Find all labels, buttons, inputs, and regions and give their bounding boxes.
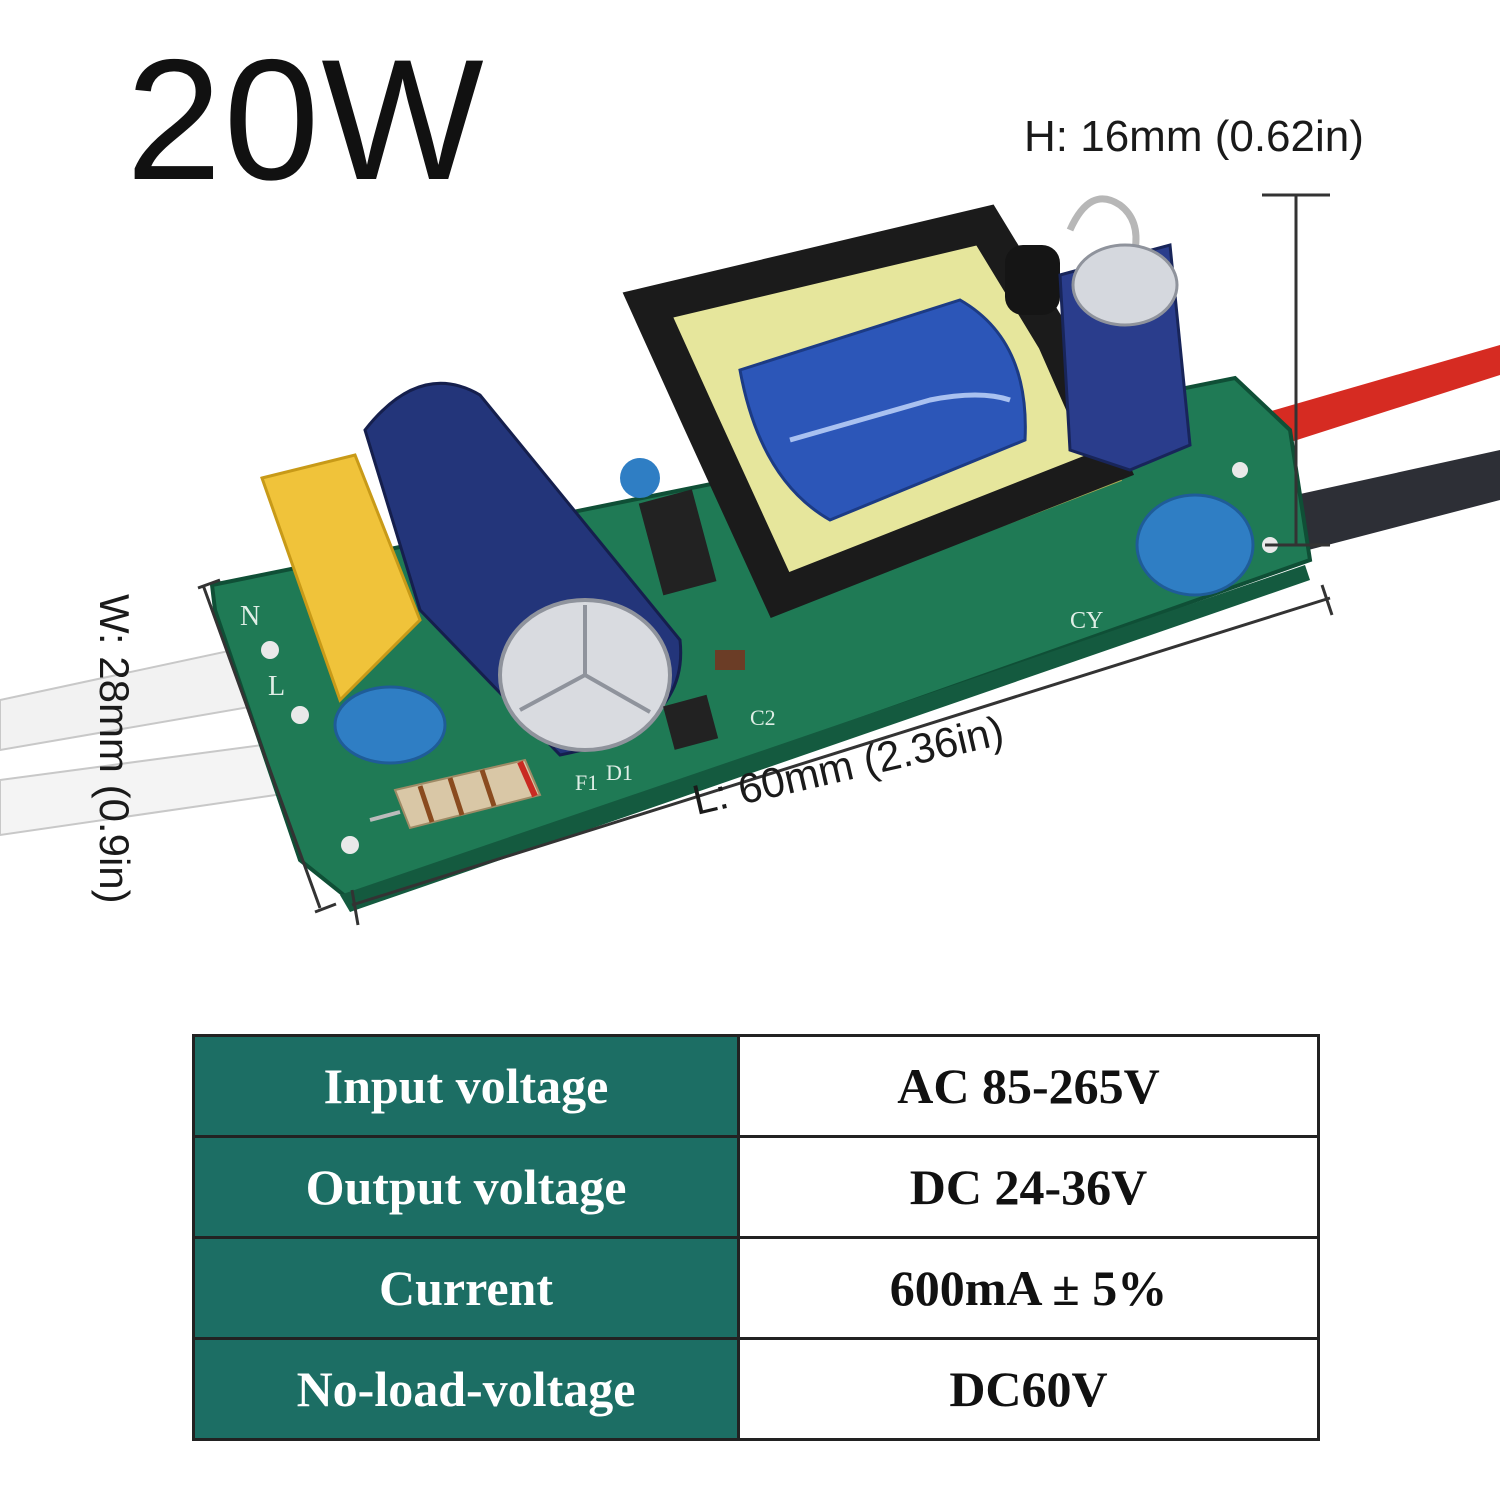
ic-chip (638, 489, 717, 596)
table-row: No-load-voltage DC60V (192, 1337, 1320, 1441)
axial-resistor (369, 758, 542, 830)
product-title: 20W (126, 24, 486, 216)
spec-label: Output voltage (192, 1135, 740, 1239)
pcb-label-c2: C2 (750, 705, 776, 730)
pcb-edge (340, 565, 1310, 912)
height-dimension-line (1262, 193, 1330, 547)
pcb-label-d1: D1 (606, 760, 633, 785)
ceramic-capacitor-small (620, 458, 660, 498)
table-row: Output voltage DC 24-36V (192, 1135, 1320, 1239)
led-driver-photo: N L CY C2 F1 D1 (0, 193, 1500, 926)
height-dimension-label: H: 16mm (0.62in) (1024, 112, 1364, 161)
smd-resistor (715, 650, 745, 670)
jumper-wire (1066, 195, 1140, 251)
main-electrolytic-capacitor (363, 381, 683, 757)
x-capacitor (260, 453, 422, 703)
pcb-label-cy: CY (1070, 608, 1103, 634)
width-dimension-label: W: 28mm (0.9in) (91, 594, 138, 904)
spec-label: Current (192, 1236, 740, 1340)
ceramic-capacitor-left (333, 685, 447, 765)
black-wire (1250, 450, 1500, 560)
spec-value: DC60V (737, 1337, 1320, 1441)
spec-table: Input voltage AC 85-265V Output voltage … (192, 1034, 1320, 1441)
spec-label: No-load-voltage (192, 1337, 740, 1441)
width-dimension-line (197, 578, 337, 914)
transformer (622, 204, 1135, 619)
pcb-label-n: N (240, 601, 260, 632)
spec-label: Input voltage (192, 1034, 740, 1138)
spec-value: 600mA ± 5% (737, 1236, 1320, 1340)
small-capacitor-top (1071, 243, 1179, 327)
output-electrolytic-capacitor (1058, 243, 1192, 472)
spec-value: DC 24-36V (737, 1135, 1320, 1239)
dimension-lines (197, 193, 1334, 926)
transformer-core (622, 204, 1135, 619)
ceramic-capacitor-right (1135, 493, 1255, 597)
table-row: Current 600mA ± 5% (192, 1236, 1320, 1340)
pcb-label-l: L (268, 671, 285, 702)
length-dimension-line (350, 584, 1334, 926)
spec-value: AC 85-265V (737, 1034, 1320, 1138)
table-row: Input voltage AC 85-265V (192, 1034, 1320, 1138)
output-wires (1240, 345, 1500, 560)
red-wire (1240, 345, 1500, 455)
pcb-label-f1: F1 (575, 770, 598, 795)
transformer-coil (738, 298, 1027, 522)
inductor (1005, 245, 1060, 315)
mosfet (663, 694, 719, 750)
